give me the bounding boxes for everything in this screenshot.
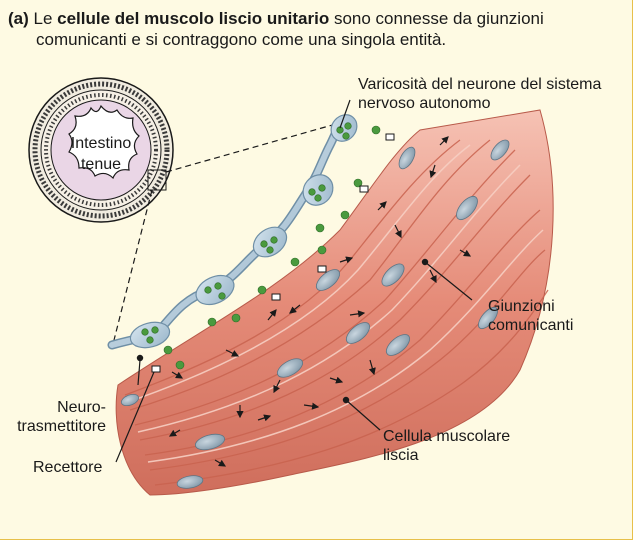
varicosity-label: Varicosità del neurone del sistema nervo… bbox=[358, 75, 601, 113]
neurotransmitter-label-line1: Neuro- bbox=[4, 398, 106, 417]
muscle-cell-label-line1: Cellula muscolare bbox=[383, 427, 510, 446]
receptor-label: Recettore bbox=[33, 458, 102, 477]
neurotransmitter-label-line2: trasmettitore bbox=[4, 417, 106, 436]
varicosity-label-line2: nervoso autonomo bbox=[358, 94, 601, 113]
muscle-cell-label-line2: liscia bbox=[383, 446, 510, 465]
intestine-label-line2: tenue bbox=[68, 154, 134, 175]
gap-junction-label-line2: comunicanti bbox=[488, 316, 573, 335]
gap-junction-label: Giunzioni comunicanti bbox=[488, 297, 573, 335]
intestine-label: Intestino tenue bbox=[68, 133, 134, 175]
neurotransmitter-label: Neuro- trasmettitore bbox=[4, 398, 106, 436]
varicosity-label-line1: Varicosità del neurone del sistema bbox=[358, 75, 601, 94]
muscle-cell-label: Cellula muscolare liscia bbox=[383, 427, 510, 465]
intestine-label-line1: Intestino bbox=[68, 133, 134, 154]
gap-junction-label-line1: Giunzioni bbox=[488, 297, 573, 316]
